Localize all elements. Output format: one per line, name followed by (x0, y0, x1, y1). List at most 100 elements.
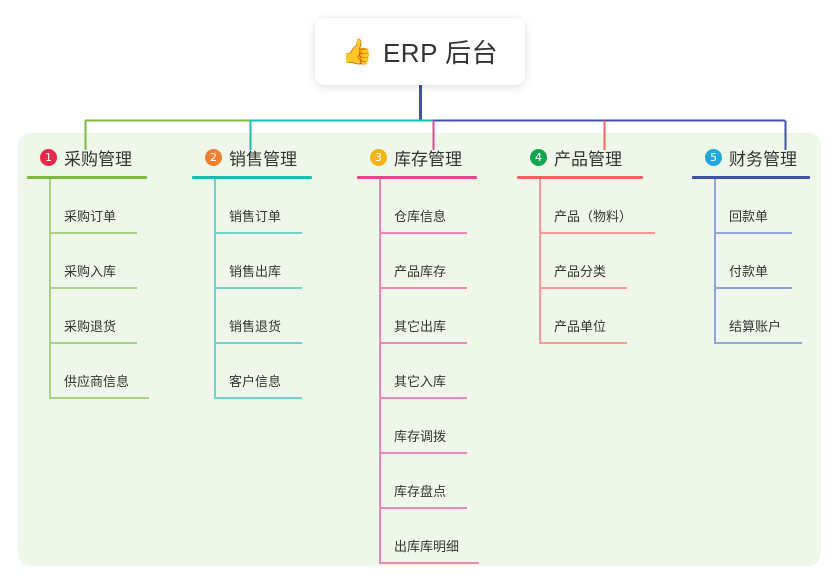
branch-title: 财务管理 (729, 149, 797, 169)
branch-leaf-item[interactable]: 回款单 (691, 179, 831, 234)
branch-title: 产品管理 (554, 149, 622, 169)
diagram-panel (18, 133, 821, 566)
branch-items: 销售订单销售出库销售退货客户信息 (191, 179, 351, 399)
branch-leaf-item[interactable]: 采购退货 (26, 289, 186, 344)
branch-leaf-label: 采购入库 (64, 264, 117, 279)
branch-leaf-item[interactable]: 销售退货 (191, 289, 351, 344)
branch-leaf-item[interactable]: 供应商信息 (26, 344, 186, 399)
branch-spine (539, 179, 541, 344)
branch-underline (517, 176, 643, 179)
branch-leaf-item[interactable]: 其它出库 (356, 289, 516, 344)
branch-leaf-label: 出库库明细 (394, 539, 460, 554)
branch-spine (714, 179, 716, 344)
branch-column-finance: 5 财务管理回款单付款单结算账户 (691, 144, 831, 344)
branch-leaf-label: 产品（物料） (554, 209, 633, 224)
thumbs-up-icon: 👍 (341, 38, 373, 66)
branch-leaf-underline (379, 232, 467, 234)
branch-leaf-item[interactable]: 采购订单 (26, 179, 186, 234)
branch-leaf-label: 采购订单 (64, 209, 117, 224)
branch-leaf-label: 供应商信息 (64, 374, 130, 389)
branch-underline (357, 176, 477, 179)
branch-leaf-label: 付款单 (729, 264, 769, 279)
branch-leaf-label: 其它入库 (394, 374, 447, 389)
branch-number-badge: 2 (205, 148, 222, 166)
branch-leaf-underline (49, 342, 137, 344)
branch-leaf-item[interactable]: 采购入库 (26, 234, 186, 289)
branch-leaf-underline (379, 562, 479, 564)
branch-underline (27, 176, 147, 179)
branch-header[interactable]: 3 库存管理 (356, 144, 516, 170)
branch-leaf-underline (539, 287, 627, 289)
branch-spine (214, 179, 216, 399)
branch-items: 产品（物料） 产品分类产品单位 (516, 179, 686, 344)
branch-leaf-item[interactable]: 付款单 (691, 234, 831, 289)
branch-header[interactable]: 1 采购管理 (26, 144, 186, 170)
branch-number-badge: 1 (40, 148, 57, 166)
branch-leaf-underline (379, 397, 467, 399)
branch-leaf-item[interactable]: 客户信息 (191, 344, 351, 399)
branch-leaf-item[interactable]: 产品（物料） (516, 179, 686, 234)
branch-column-product: 4 产品管理产品（物料） 产品分类产品单位 (516, 144, 686, 344)
branch-leaf-underline (379, 452, 467, 454)
branch-leaf-item[interactable]: 仓库信息 (356, 179, 516, 234)
branch-leaf-label: 仓库信息 (394, 209, 447, 224)
branch-leaf-item[interactable]: 结算账户 (691, 289, 831, 344)
branch-leaf-underline (49, 232, 137, 234)
branch-leaf-underline (49, 287, 137, 289)
branch-leaf-underline (379, 287, 467, 289)
branch-leaf-underline (214, 342, 302, 344)
branch-header[interactable]: 4 产品管理 (516, 144, 686, 170)
branch-header[interactable]: 2 销售管理 (191, 144, 351, 170)
branch-leaf-item[interactable]: 销售订单 (191, 179, 351, 234)
branch-spine (49, 179, 51, 399)
branch-leaf-underline (714, 232, 792, 234)
branch-leaf-item[interactable]: 产品单位 (516, 289, 686, 344)
branch-leaf-label: 销售退货 (229, 319, 282, 334)
branch-leaf-label: 产品库存 (394, 264, 447, 279)
branch-underline (192, 176, 312, 179)
branch-title: 采购管理 (64, 149, 132, 169)
branch-column-sales: 2 销售管理销售订单销售出库销售退货客户信息 (191, 144, 351, 399)
branch-items: 仓库信息产品库存其它出库其它入库库存调拨库存盘点出库库明细 (356, 179, 516, 564)
branch-leaf-item[interactable]: 库存盘点 (356, 454, 516, 509)
branch-leaf-label: 其它出库 (394, 319, 447, 334)
branch-leaf-underline (379, 342, 467, 344)
branch-leaf-label: 销售订单 (229, 209, 282, 224)
branch-title: 库存管理 (394, 149, 462, 169)
branch-leaf-item[interactable]: 库存调拨 (356, 399, 516, 454)
branch-items: 回款单付款单结算账户 (691, 179, 831, 344)
branch-title: 销售管理 (229, 149, 297, 169)
branch-leaf-underline (214, 397, 302, 399)
branch-leaf-item[interactable]: 出库库明细 (356, 509, 516, 564)
branch-items: 采购订单采购入库采购退货供应商信息 (26, 179, 186, 399)
branch-spine (379, 179, 381, 564)
root-node-card[interactable]: 👍 ERP 后台 (315, 18, 525, 85)
branch-column-inventory: 3 库存管理仓库信息产品库存其它出库其它入库库存调拨库存盘点出库库明细 (356, 144, 516, 564)
branch-header[interactable]: 5 财务管理 (691, 144, 831, 170)
branch-leaf-label: 回款单 (729, 209, 769, 224)
branch-leaf-underline (539, 342, 627, 344)
branch-underline (692, 176, 810, 179)
branch-leaf-underline (714, 287, 792, 289)
branch-number-badge: 3 (370, 148, 387, 166)
branch-leaf-item[interactable]: 产品分类 (516, 234, 686, 289)
branch-leaf-underline (539, 232, 655, 234)
branch-number-badge: 5 (705, 148, 722, 166)
branch-leaf-underline (214, 287, 302, 289)
branch-leaf-item[interactable]: 产品库存 (356, 234, 516, 289)
branch-leaf-underline (714, 342, 802, 344)
branch-leaf-label: 结算账户 (729, 319, 782, 334)
branch-leaf-label: 库存调拨 (394, 429, 447, 444)
branch-leaf-label: 产品分类 (554, 264, 607, 279)
branch-leaf-label: 客户信息 (229, 374, 282, 389)
branch-number-badge: 4 (530, 148, 547, 166)
branch-column-purchasing: 1 采购管理采购订单采购入库采购退货供应商信息 (26, 144, 186, 399)
branch-leaf-label: 采购退货 (64, 319, 117, 334)
root-node-title: ERP 后台 (382, 38, 499, 68)
branch-leaf-item[interactable]: 销售出库 (191, 234, 351, 289)
branch-leaf-label: 产品单位 (554, 319, 607, 334)
branch-leaf-underline (49, 397, 149, 399)
branch-leaf-underline (214, 232, 302, 234)
branch-leaf-label: 销售出库 (229, 264, 282, 279)
branch-leaf-item[interactable]: 其它入库 (356, 344, 516, 399)
